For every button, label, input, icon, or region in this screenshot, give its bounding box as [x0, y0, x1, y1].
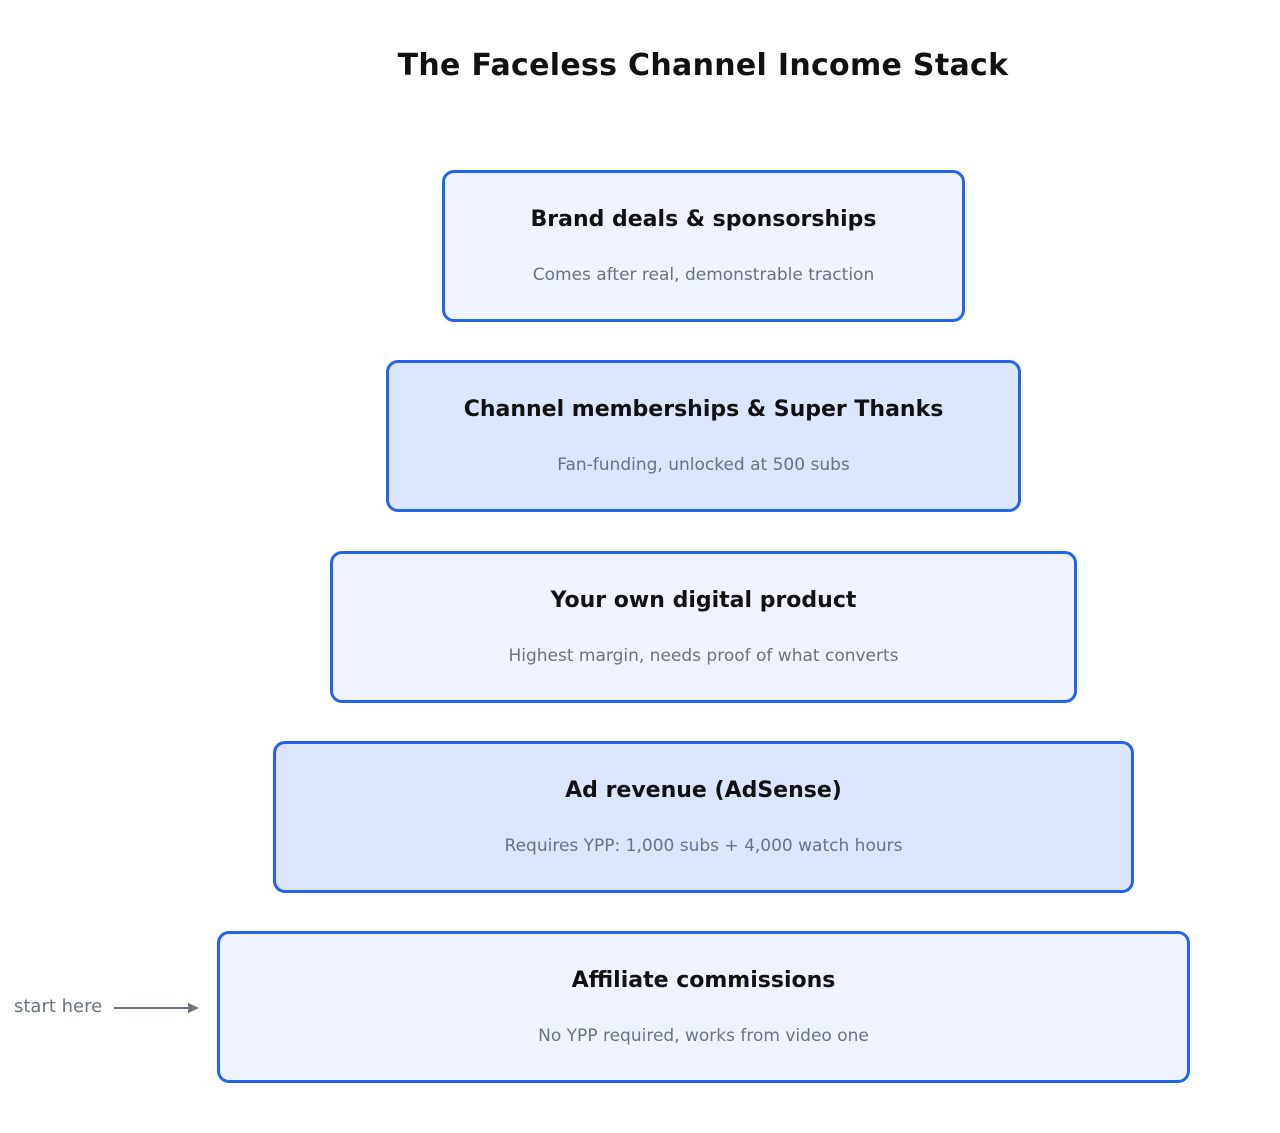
tier-subtitle: Comes after real, demonstrable traction: [532, 265, 875, 285]
tier-subtitle: Fan-funding, unlocked at 500 subs: [557, 455, 850, 475]
tier-title: Channel memberships & Super Thanks: [463, 397, 944, 422]
diagram-title: The Faceless Channel Income Stack: [397, 48, 1009, 83]
tier-brand-deals: Brand deals & sponsorships Comes after r…: [442, 170, 965, 322]
tier-subtitle: No YPP required, works from video one: [538, 1026, 869, 1046]
tier-title: Affiliate commissions: [571, 968, 836, 993]
tier-title: Your own digital product: [550, 588, 857, 613]
tier-affiliate-commissions: Affiliate commissions No YPP required, w…: [217, 931, 1190, 1083]
tier-title: Brand deals & sponsorships: [530, 207, 877, 232]
tier-channel-memberships: Channel memberships & Super Thanks Fan-f…: [386, 360, 1021, 512]
right-arrow-icon: [114, 1003, 199, 1013]
tier-ad-revenue: Ad revenue (AdSense) Requires YPP: 1,000…: [273, 741, 1134, 893]
tier-subtitle: Highest margin, needs proof of what conv…: [508, 646, 899, 666]
start-here-label: start here: [14, 996, 103, 1017]
tier-digital-product: Your own digital product Highest margin,…: [330, 551, 1077, 703]
tier-title: Ad revenue (AdSense): [565, 778, 842, 803]
tier-subtitle: Requires YPP: 1,000 subs + 4,000 watch h…: [504, 836, 903, 856]
